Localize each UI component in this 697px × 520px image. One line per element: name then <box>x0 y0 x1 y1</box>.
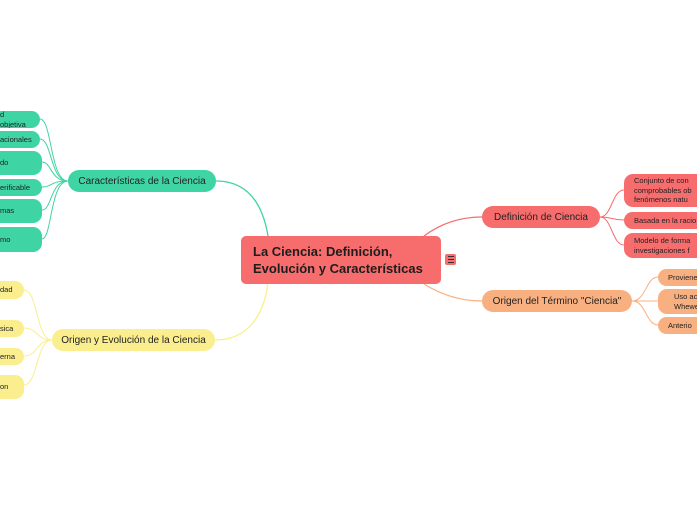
topic-origen-evolucion[interactable]: Origen y Evolución de la Ciencia <box>52 329 215 351</box>
leaf-caracteristica[interactable]: d objetiva <box>0 111 40 128</box>
leaf-caracteristica[interactable]: acionales <box>0 131 40 148</box>
leaf-evolucion[interactable]: sica <box>0 320 24 337</box>
link-definicion <box>423 216 483 237</box>
leaf-label: sica <box>0 323 14 333</box>
leaf-evolucion[interactable]: erna <box>0 348 24 365</box>
leaf-termino[interactable]: Uso ac Whewe <box>658 289 697 314</box>
leaf-definicion[interactable]: Modelo de forma investigaciones f <box>624 233 697 258</box>
link-ev-4 <box>23 339 53 386</box>
leaf-caracteristica[interactable]: mo <box>0 227 42 252</box>
link-car-6 <box>41 180 69 240</box>
leaf-label: erna <box>0 351 16 361</box>
leaf-termino[interactable]: Proviene <box>658 269 697 286</box>
leaf-caracteristica[interactable]: mas <box>0 199 42 223</box>
link-ev-3 <box>23 339 53 357</box>
leaf-label: Modelo de forma investigaciones f <box>634 236 691 255</box>
link-def-1 <box>599 189 625 218</box>
leaf-caracteristica[interactable]: do <box>0 151 42 175</box>
leaf-definicion[interactable]: Conjunto de con comprobables ob fenómeno… <box>624 174 697 207</box>
leaf-label: Uso ac Whewe <box>674 292 697 311</box>
topic-caracteristicas[interactable]: Características de la Ciencia <box>68 170 216 192</box>
link-ter-1 <box>631 276 659 302</box>
topic-caracteristicas-label: Características de la Ciencia <box>78 175 206 187</box>
topic-definicion-label: Definición de Ciencia <box>494 211 588 223</box>
link-car-3 <box>41 161 69 182</box>
leaf-definicion[interactable]: Basada en la racio <box>624 212 697 229</box>
central-topic-line-1: La Ciencia: Definición, <box>253 244 393 259</box>
leaf-label: acionales <box>0 134 32 144</box>
leaf-evolucion[interactable]: dad <box>0 281 24 299</box>
hamburger-menu-icon[interactable] <box>445 254 456 265</box>
leaf-caracteristica[interactable]: erificable <box>0 179 42 196</box>
leaf-label: Proviene <box>668 272 697 282</box>
leaf-termino[interactable]: Anterio <box>658 317 697 334</box>
leaf-label: Conjunto de con comprobables ob fenómeno… <box>634 176 692 205</box>
topic-definicion[interactable]: Definición de Ciencia <box>482 206 600 228</box>
link-def-3 <box>599 216 625 246</box>
topic-origen-evolucion-label: Origen y Evolución de la Ciencia <box>61 334 206 346</box>
link-ter-3 <box>631 300 659 326</box>
leaf-label: Basada en la racio <box>634 215 697 225</box>
link-ev-1 <box>23 289 53 341</box>
link-origen-evolucion <box>214 282 269 341</box>
topic-origen-termino[interactable]: Origen del Término "Ciencia" <box>482 290 632 312</box>
topic-origen-termino-label: Origen del Término "Ciencia" <box>492 295 622 307</box>
central-topic[interactable]: La Ciencia: Definición, Evolución y Cara… <box>241 236 441 284</box>
leaf-label: Anterio <box>668 320 692 330</box>
link-car-5 <box>41 180 69 211</box>
leaf-label: dad <box>0 285 13 295</box>
leaf-label: mo <box>0 234 11 244</box>
leaf-label: mas <box>0 206 15 216</box>
link-car-1 <box>39 118 69 182</box>
leaf-evolucion[interactable]: on <box>0 375 24 399</box>
link-caracteristicas <box>215 180 269 237</box>
leaf-label: d objetiva <box>0 111 26 128</box>
link-ev-2 <box>23 327 53 341</box>
leaf-label: on <box>0 382 9 392</box>
leaf-label: do <box>0 158 9 168</box>
leaf-label: erificable <box>0 182 31 192</box>
central-topic-line-2: Evolución y Características <box>253 261 423 276</box>
link-origen-termino <box>423 283 483 302</box>
link-car-2 <box>39 138 69 182</box>
